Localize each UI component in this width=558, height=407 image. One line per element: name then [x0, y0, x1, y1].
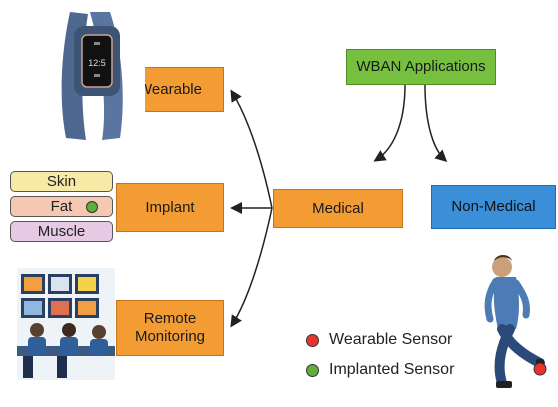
remote-monitoring-image — [17, 268, 115, 380]
remote-monitoring-box: Remote Monitoring — [116, 300, 224, 356]
implant-box: Implant — [116, 183, 224, 232]
legend-implanted-label: Implanted Sensor — [329, 361, 455, 378]
arrow-medical-to-remote — [230, 207, 273, 328]
medical-box: Medical — [273, 189, 403, 228]
legend-implanted-sensor: Implanted Sensor — [306, 361, 454, 379]
layer-skin: Skin — [10, 171, 113, 192]
layer-fat-label: Fat — [50, 198, 73, 215]
green-dot-icon — [306, 363, 319, 377]
arrow-wban-to-nonmedical — [424, 84, 448, 163]
legend-wearable-label: Wearable Sensor — [329, 331, 453, 348]
fitness-band-image: 12:5 — [30, 8, 145, 143]
arrow-wban-to-medical — [373, 84, 406, 162]
fitband-time-text: 12:5 — [88, 58, 106, 68]
layer-muscle: Muscle — [10, 221, 113, 242]
legend-wearable-sensor: Wearable Sensor — [306, 331, 452, 349]
red-dot-icon — [306, 333, 319, 347]
implanted-sensor-icon — [86, 201, 98, 213]
running-person-image — [484, 255, 547, 388]
layer-fat: Fat — [10, 196, 113, 217]
wban-applications-box: WBAN Applications — [346, 49, 496, 85]
arrow-medical-to-wearable — [230, 89, 273, 209]
wearable-sensor-icon — [533, 362, 547, 376]
non-medical-box: Non-Medical — [431, 185, 556, 229]
